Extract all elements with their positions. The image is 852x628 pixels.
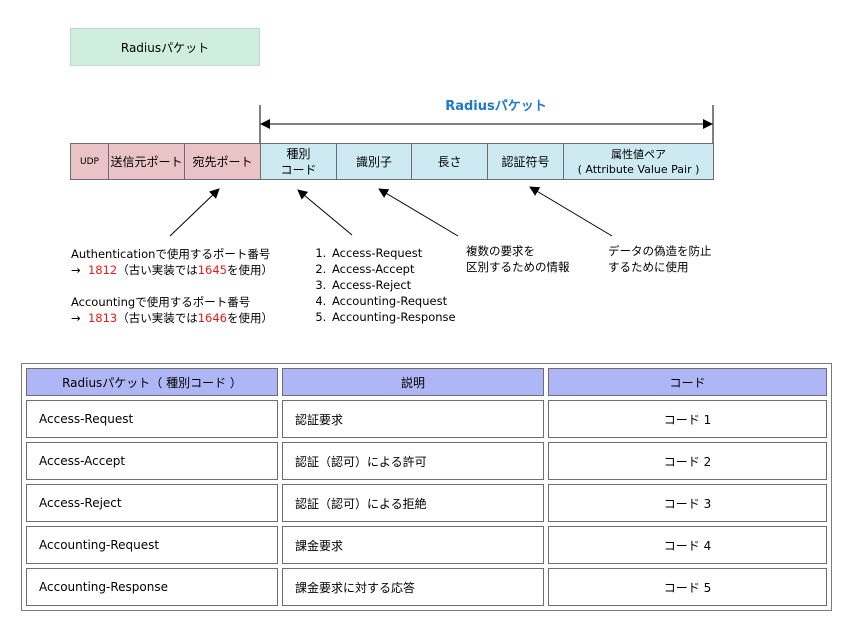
row-description: 認証（認可）による拒絶 <box>282 484 544 522</box>
row-description: 課金要求 <box>282 526 544 564</box>
authenticator-note-line2: するために使用 <box>608 260 689 274</box>
table-row: Access-Request 認証要求 コード 1 <box>26 400 827 438</box>
header-description: 説明 <box>282 368 544 396</box>
row-code: コード 4 <box>548 526 827 564</box>
row-description: 課金要求に対する応答 <box>282 568 544 606</box>
arrow-to-dest-port <box>169 188 220 237</box>
field-attribute-value-pair: 属性値ペア ( Attribute Value Pair ) <box>563 143 714 180</box>
identifier-note-line2: 区別するための情報 <box>466 260 570 274</box>
table-row: Accounting-Request 課金要求 コード 4 <box>26 526 827 564</box>
title-box-label: Radiusパケット <box>120 40 210 55</box>
identifier-note-line1: 複数の要求を <box>466 244 535 258</box>
header-code: コード <box>548 368 827 396</box>
row-type: Access-Accept <box>26 442 278 480</box>
row-description: 認証要求 <box>282 400 544 438</box>
type-code-item: Access-Reject <box>330 277 456 293</box>
field-udp: UDP <box>70 143 109 180</box>
arrow-to-type-code <box>297 189 353 236</box>
arrow-to-identifier <box>378 188 459 237</box>
table-header-row: Radiusパケット（ 種別コード ） 説明 コード <box>26 368 827 396</box>
field-length: 長さ <box>411 143 488 180</box>
type-code-table: Radiusパケット（ 種別コード ） 説明 コード Access-Reques… <box>21 363 832 611</box>
row-code: コード 2 <box>548 442 827 480</box>
arrow-to-authenticator <box>529 186 613 237</box>
row-description: 認証（認可）による許可 <box>282 442 544 480</box>
field-destination-port: 宛先ポート <box>184 143 261 180</box>
type-code-list: Access-Request Access-Accept Access-Reje… <box>312 245 456 325</box>
row-type: Access-Reject <box>26 484 278 522</box>
header-type: Radiusパケット（ 種別コード ） <box>26 368 278 396</box>
acct-port-title: Accountingで使用するポート番号 <box>71 295 251 309</box>
type-code-item: Access-Accept <box>330 261 456 277</box>
acct-port-value: → 1813（古い実装では1646を使用） <box>71 311 274 325</box>
row-type: Accounting-Response <box>26 568 278 606</box>
table-row: Access-Reject 認証（認可）による拒絶 コード 3 <box>26 484 827 522</box>
type-code-item: Accounting-Request <box>330 293 456 309</box>
row-code: コード 1 <box>548 400 827 438</box>
auth-port-title: Authenticationで使用するポート番号 <box>71 247 271 261</box>
row-code: コード 5 <box>548 568 827 606</box>
row-code: コード 3 <box>548 484 827 522</box>
type-code-item: Access-Request <box>330 245 456 261</box>
type-code-item: Accounting-Response <box>330 309 456 325</box>
radius-packet-label: Radiusパケット <box>445 99 547 114</box>
field-identifier: 識別子 <box>336 143 412 180</box>
table-row: Accounting-Response 課金要求に対する応答 コード 5 <box>26 568 827 606</box>
authenticator-note-line1: データの偽造を防止 <box>608 244 712 258</box>
row-type: Access-Request <box>26 400 278 438</box>
field-authenticator: 認証符号 <box>487 143 564 180</box>
auth-port-value: → 1812（古い実装では1645を使用） <box>71 263 274 277</box>
table-row: Access-Accept 認証（認可）による許可 コード 2 <box>26 442 827 480</box>
field-source-port: 送信元ポート <box>108 143 185 180</box>
title-box: Radiusパケット <box>70 28 260 66</box>
field-type-code: 種別 コード <box>260 143 337 180</box>
row-type: Accounting-Request <box>26 526 278 564</box>
